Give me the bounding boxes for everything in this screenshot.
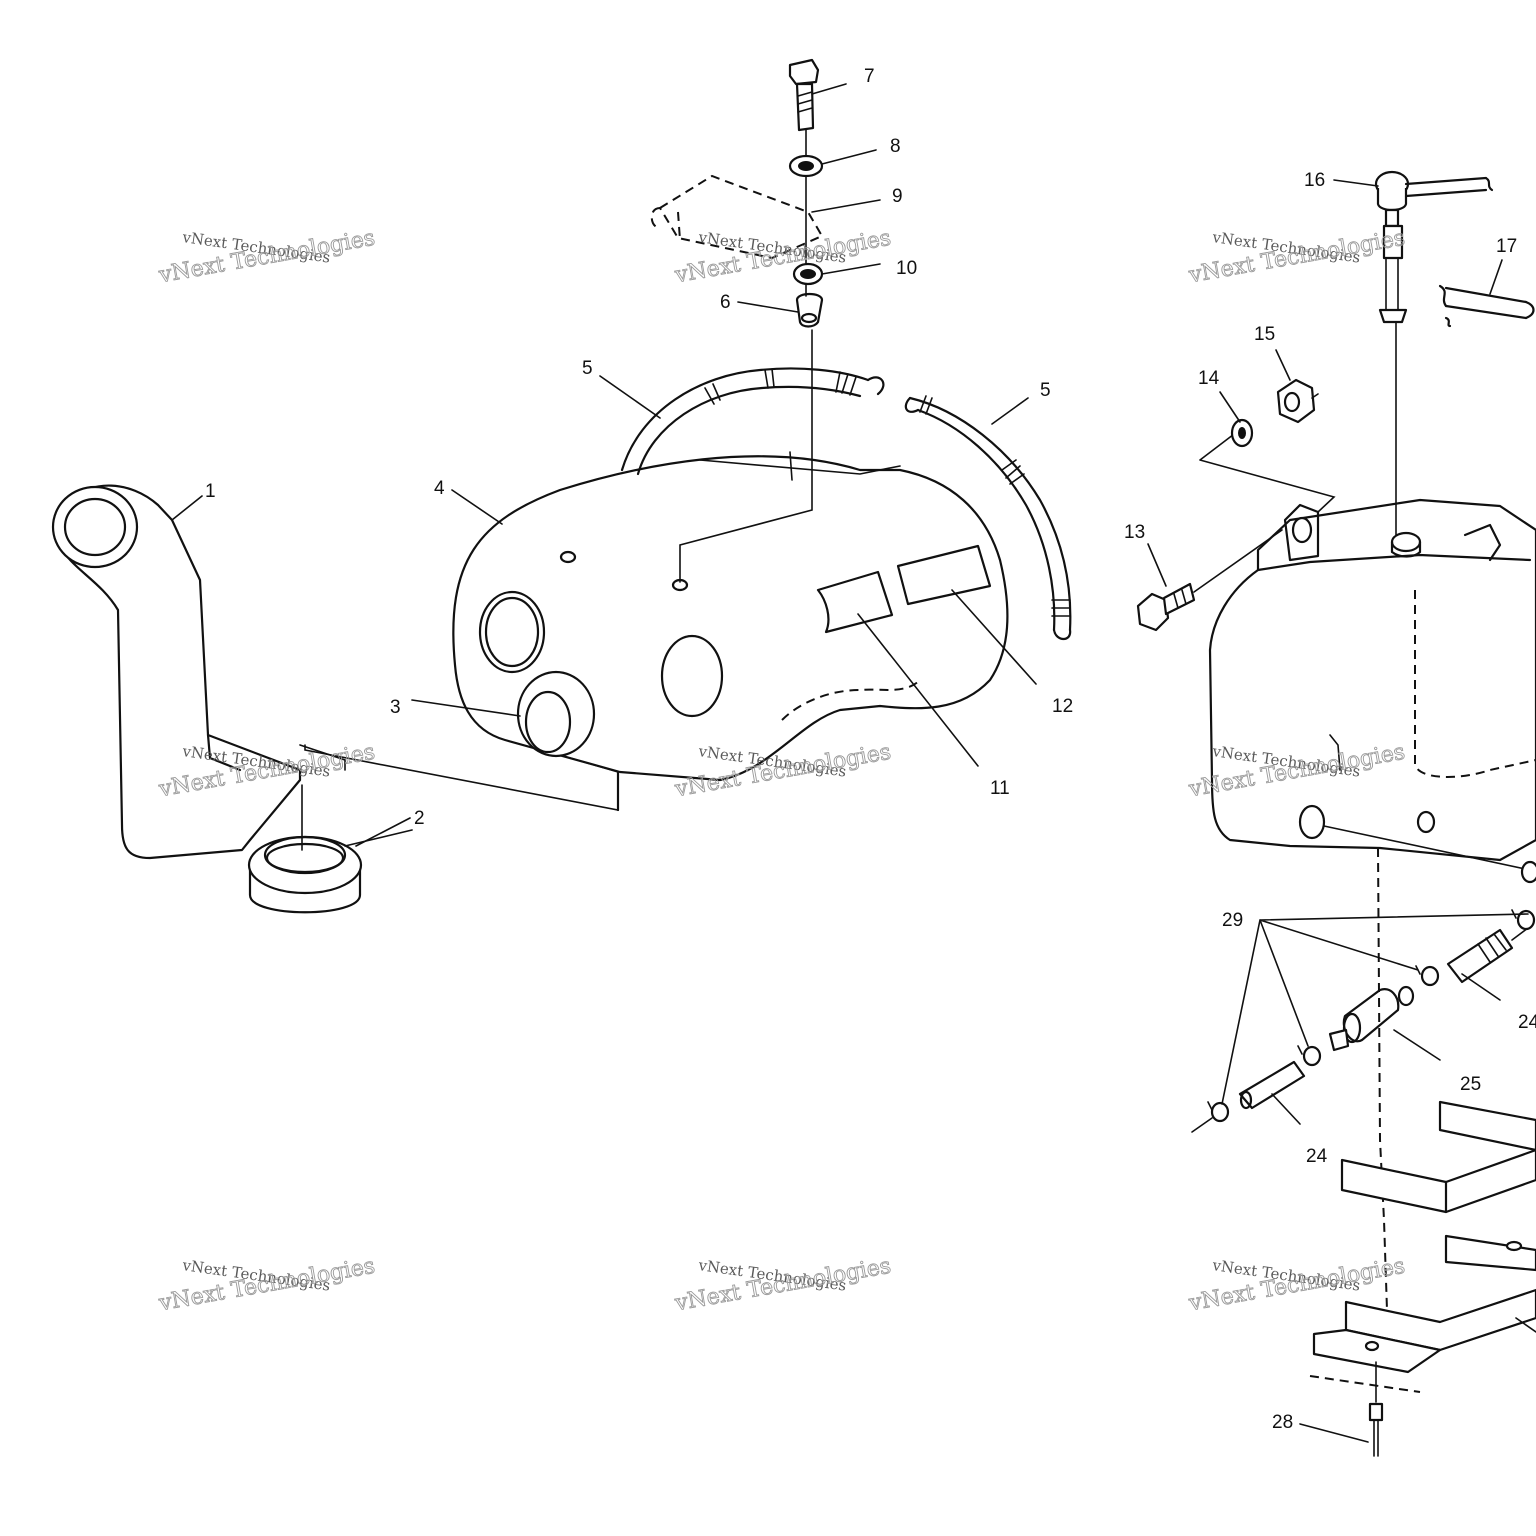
watermarks: vNext Technologies vNext Technologies vN… <box>156 225 1407 1317</box>
callout-11: 11 <box>990 778 1010 799</box>
part-2-grommet <box>247 744 363 914</box>
callout-10: 10 <box>896 258 917 279</box>
part-24-hose-lower <box>1238 1060 1306 1110</box>
watermark: vNext Technologies vNext Technologies <box>1186 225 1407 289</box>
oil-tank <box>1208 498 1536 862</box>
hose-end <box>1520 860 1536 884</box>
watermark: vNext Technologies vNext Technologies <box>672 1253 893 1317</box>
callout-15: 15 <box>1254 324 1275 345</box>
part-8-washer <box>788 154 824 178</box>
callout-24-lower: 24 <box>1306 1146 1328 1167</box>
callout-13: 13 <box>1124 522 1145 543</box>
callout-7: 7 <box>864 66 875 87</box>
callout-28: 28 <box>1272 1412 1293 1433</box>
tank-leader-bracket <box>1199 427 1336 513</box>
callout-29: 29 <box>1222 910 1243 931</box>
callout-25: 25 <box>1460 1074 1481 1095</box>
part-16-sensor <box>1374 170 1494 536</box>
callout-labels: 1 2 3 4 5 5 6 7 8 9 10 11 12 13 14 15 16… <box>205 66 1536 1433</box>
watermark: vNext Technologies vNext Technologies <box>672 739 893 803</box>
part-14-washer <box>1230 418 1254 448</box>
part-15-nut <box>1276 378 1319 424</box>
part-13-bolt <box>1136 529 1283 632</box>
watermark: vNext Technologies vNext Technologies <box>156 1253 377 1317</box>
part-24-hose-upper <box>1446 927 1529 984</box>
tank-hose-line <box>1323 825 1531 871</box>
part-28-pin <box>1368 1361 1384 1457</box>
callout-8: 8 <box>890 136 901 157</box>
callout-6: 6 <box>720 292 731 313</box>
callout-24-upper: 24 <box>1518 1012 1536 1033</box>
watermark: vNext Technologies vNext Technologies <box>672 225 893 289</box>
callout-1: 1 <box>205 481 216 502</box>
part-1-inlet-tube <box>51 484 302 860</box>
callout-3: 3 <box>390 697 401 718</box>
part-5-hose-right <box>904 395 1072 641</box>
callout-5-right: 5 <box>1040 380 1051 401</box>
tank-bracket <box>1309 1100 1536 1393</box>
callout-16: 16 <box>1304 170 1325 191</box>
hose-tail <box>1191 1117 1213 1133</box>
callout-12: 12 <box>1052 696 1073 717</box>
callout-14: 14 <box>1198 368 1220 389</box>
part-7-bolt <box>788 58 820 132</box>
part-6-nut <box>795 292 824 328</box>
callout-5-left: 5 <box>582 358 593 379</box>
callout-17: 17 <box>1496 236 1517 257</box>
watermark: vNext Technologies vNext Technologies <box>156 225 377 289</box>
part-17-hose <box>1438 284 1535 328</box>
part-12-decal <box>896 544 992 606</box>
part-10-washer <box>792 262 824 286</box>
part-11-decal <box>816 570 894 634</box>
callout-29-leaders <box>1221 913 1529 1105</box>
part-9-bracket <box>650 174 824 260</box>
part-3-sleeve <box>516 670 596 758</box>
part-5-hose-left <box>620 367 885 476</box>
callout-4: 4 <box>434 478 445 499</box>
callout-2: 2 <box>414 808 425 829</box>
callout-9: 9 <box>892 186 903 207</box>
leader-lines <box>171 83 1503 1443</box>
part-25-filter <box>1328 985 1415 1052</box>
